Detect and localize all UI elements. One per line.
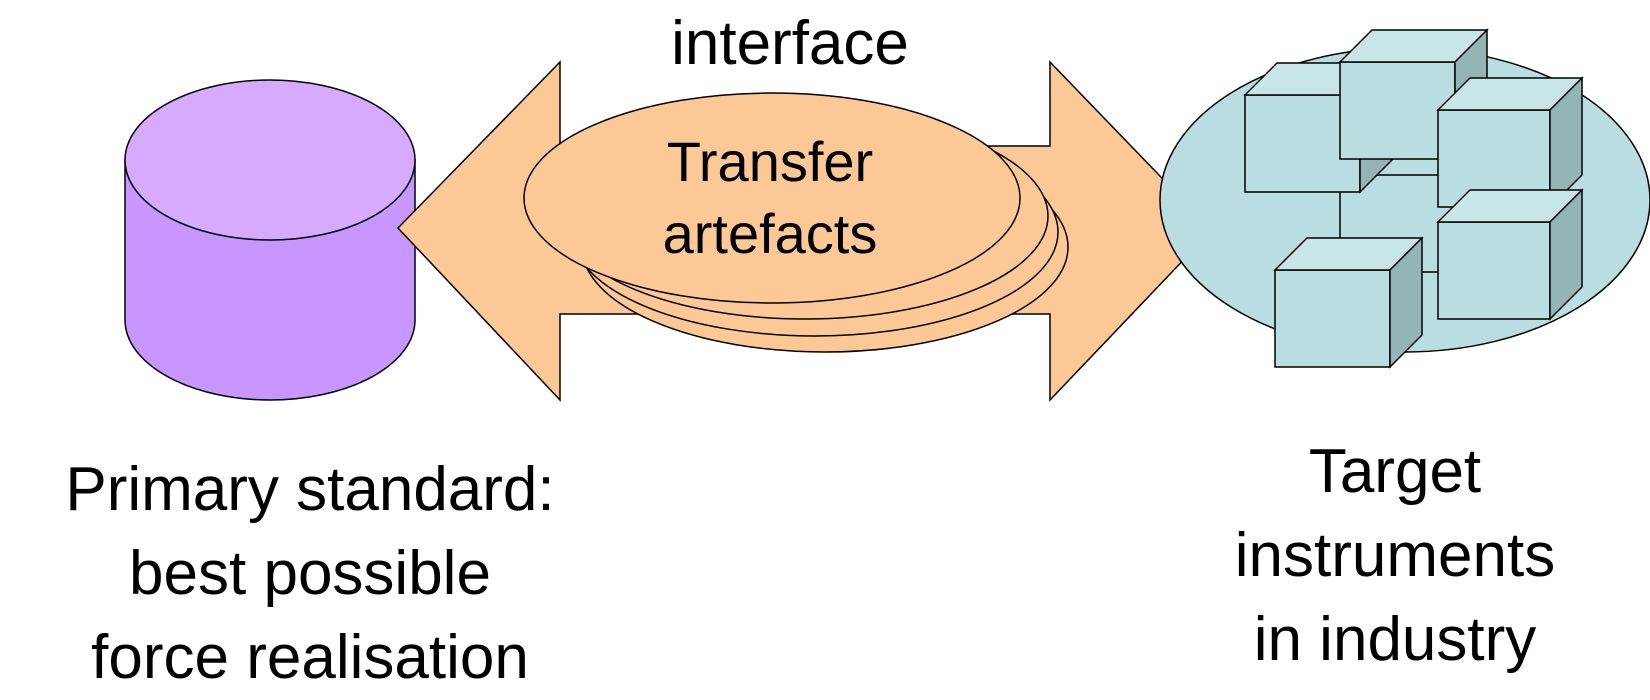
target-label-line-1: Target	[1308, 437, 1482, 506]
transfer-artefacts-label: Transfer artefacts	[600, 126, 940, 270]
target-label-line-3: in industry	[1253, 605, 1537, 674]
transfer-label-line-1: Transfer	[666, 130, 874, 193]
instrument-box-icon	[1436, 188, 1584, 321]
primary-label-line-3: force realisation	[91, 623, 529, 692]
network-boxes-icon	[1159, 28, 1650, 369]
primary-standard-label: Primary standard: best possible force re…	[0, 448, 620, 700]
transfer-label-line-2: artefacts	[662, 202, 878, 265]
instrument-box-icon	[1436, 76, 1584, 209]
primary-label-line-1: Primary standard:	[65, 455, 555, 524]
stacked-disks-icon	[523, 92, 1069, 353]
target-instruments-label: Target instruments in industry	[1180, 430, 1610, 682]
instrument-box-icon	[1273, 236, 1424, 369]
primary-label-line-2: best possible	[129, 539, 491, 608]
target-label-line-2: instruments	[1234, 521, 1556, 590]
interface-label: interface	[671, 9, 909, 78]
database-cylinder-icon	[124, 79, 416, 401]
